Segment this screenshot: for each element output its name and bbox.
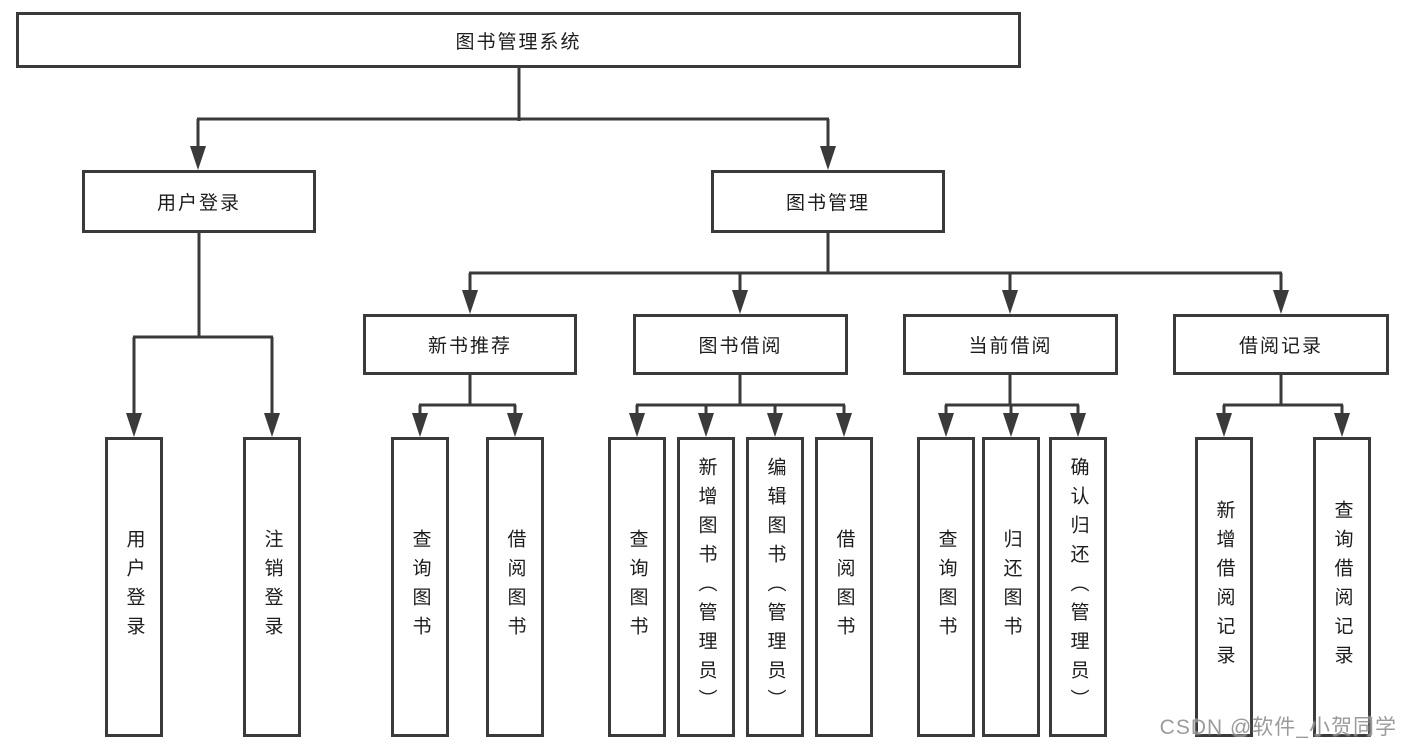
leaf-current-query-books: 查询图书	[917, 437, 975, 737]
node-book-management-branch: 图书管理	[711, 170, 945, 233]
leaf-confirm-return-admin: 确认归还（管理员）	[1049, 437, 1107, 737]
leaf-return-books: 归还图书	[982, 437, 1040, 737]
leaf-add-borrow-record: 新增借阅记录	[1195, 437, 1253, 737]
leaf-add-books-admin: 新增图书（管理员）	[677, 437, 735, 737]
node-book-borrowing: 图书借阅	[633, 314, 848, 375]
leaf-borrowing-query-books: 查询图书	[608, 437, 666, 737]
connector-lines	[132, 68, 1344, 416]
connector-arrowheads	[126, 146, 1350, 437]
node-current-borrowing: 当前借阅	[903, 314, 1118, 375]
leaf-query-borrow-record: 查询借阅记录	[1313, 437, 1371, 737]
leaf-recommend-borrow-books: 借阅图书	[486, 437, 544, 737]
csdn-watermark: CSDN @软件_小贺同学	[1159, 716, 1397, 739]
node-user-login-branch: 用户登录	[82, 170, 316, 233]
leaf-logout: 注销登录	[243, 437, 301, 737]
node-root-system: 图书管理系统	[16, 12, 1021, 68]
node-new-book-recommend: 新书推荐	[363, 314, 577, 375]
leaf-borrowing-borrow-books: 借阅图书	[815, 437, 873, 737]
node-borrowing-records: 借阅记录	[1173, 314, 1389, 375]
leaf-edit-books-admin: 编辑图书（管理员）	[746, 437, 804, 737]
leaf-recommend-query-books: 查询图书	[391, 437, 449, 737]
leaf-user-login: 用户登录	[105, 437, 163, 737]
